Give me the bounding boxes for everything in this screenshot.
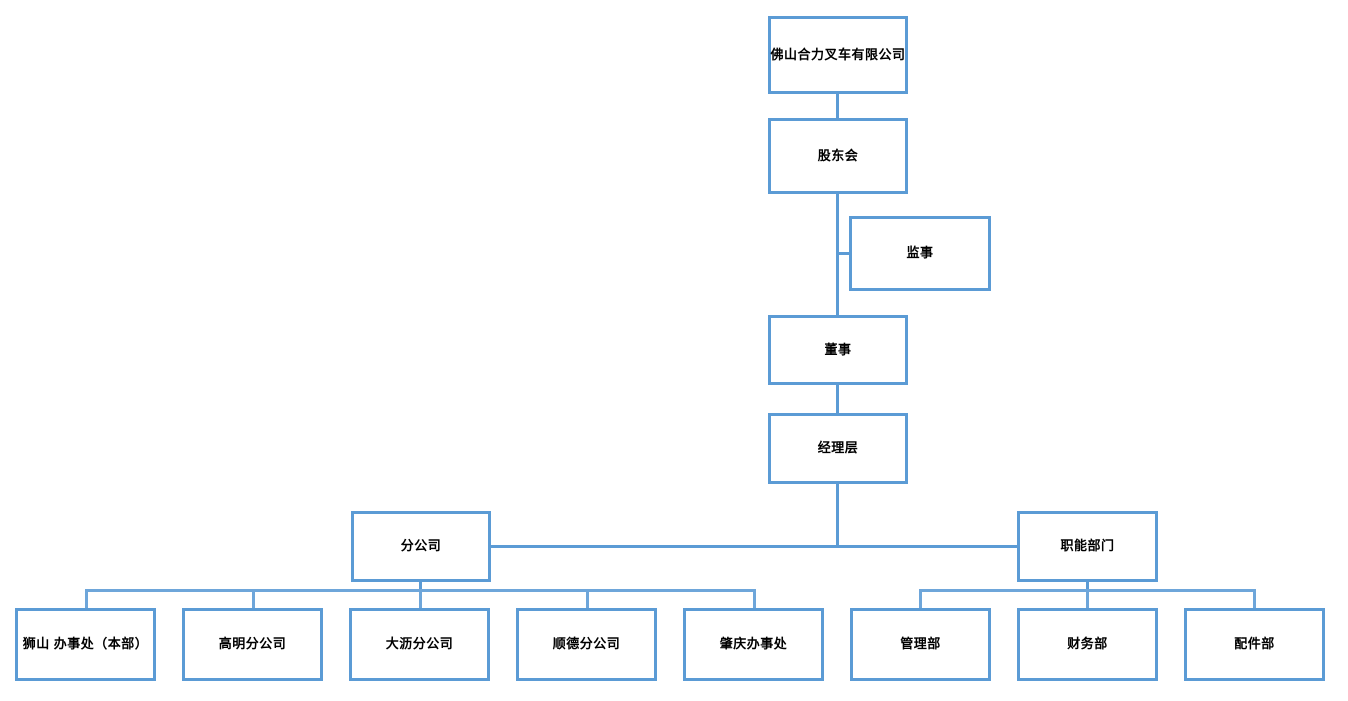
connector-drop-leaf4 [586,589,589,609]
connector-drop-leaf2 [252,589,255,609]
node-management-dept[interactable]: 管理部 [850,608,991,681]
node-supervisor[interactable]: 监事 [849,216,991,291]
connector-company-to-shareholders [836,94,839,119]
node-function-label: 职能部门 [1060,538,1115,554]
node-shishan-office-label: 狮山 办事处（本部） [22,636,149,652]
node-shunde-branch-label: 顺德分公司 [552,636,621,652]
node-functional-departments[interactable]: 职能部门 [1017,511,1158,582]
connector-branch-down [419,582,422,592]
connector-manager-down [836,484,839,547]
connector-drop-leaf8 [1253,589,1256,609]
connector-trunk-to-supervisor [836,252,852,255]
node-shareholders-meeting[interactable]: 股东会 [768,118,908,194]
node-shunde-branch[interactable]: 顺德分公司 [516,608,657,681]
connector-drop-leaf6 [919,589,922,609]
connector-drop-leaf5 [753,589,756,609]
connector-shareholders-trunk [836,194,839,316]
node-finance-dept[interactable]: 财务部 [1017,608,1158,681]
node-gaoming-branch[interactable]: 高明分公司 [182,608,323,681]
connector-function-down [1086,582,1089,592]
node-company[interactable]: 佛山合力叉车有限公司 [768,16,908,94]
node-branch-companies[interactable]: 分公司 [351,511,491,582]
node-management-label: 经理层 [817,440,859,456]
node-dali-branch-label: 大沥分公司 [385,636,454,652]
connector-level5-bus [490,545,1018,548]
connector-drop-leaf7 [1086,589,1089,609]
connector-director-to-manager [836,385,839,414]
node-zhaoqing-office[interactable]: 肇庆办事处 [683,608,824,681]
node-director[interactable]: 董事 [768,315,908,385]
node-finance-dept-label: 财务部 [1067,636,1108,652]
connector-drop-leaf1 [85,589,88,609]
node-gaoming-branch-label: 高明分公司 [218,636,287,652]
node-dali-branch[interactable]: 大沥分公司 [349,608,490,681]
node-director-label: 董事 [824,341,852,357]
node-zhaoqing-office-label: 肇庆办事处 [719,636,788,652]
node-shareholders-label: 股东会 [817,147,859,163]
node-branch-label: 分公司 [400,538,442,554]
connector-drop-leaf3 [419,589,422,609]
node-parts-dept[interactable]: 配件部 [1184,608,1325,681]
node-company-label: 佛山合力叉车有限公司 [770,46,906,62]
node-supervisor-label: 监事 [906,245,934,261]
node-shishan-office[interactable]: 狮山 办事处（本部） [15,608,156,681]
node-management[interactable]: 经理层 [768,413,908,484]
node-management-dept-label: 管理部 [900,636,941,652]
node-parts-dept-label: 配件部 [1234,636,1275,652]
